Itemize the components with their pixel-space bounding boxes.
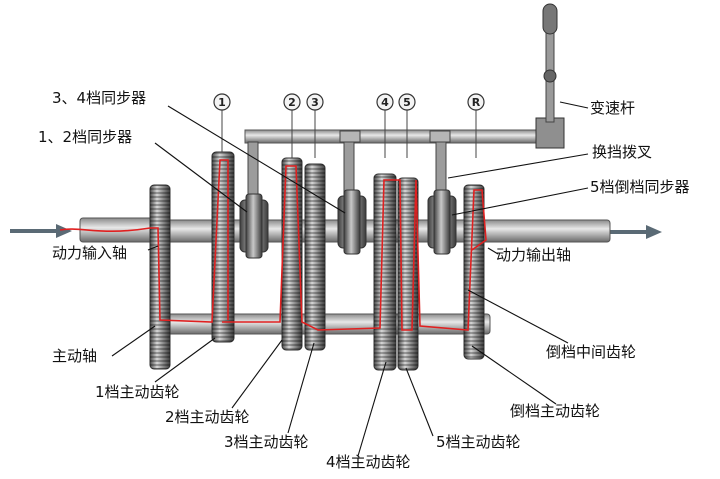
label-gear-3: 3档主动齿轮 [224, 433, 309, 451]
sync-3-4 [337, 189, 367, 255]
label-output-shaft: 动力输出轴 [496, 246, 572, 264]
gear-marker-4: 4 [376, 93, 394, 158]
svg-text:3: 3 [311, 96, 319, 109]
label-sync-3-4: 3、4档同步器 [52, 89, 147, 107]
svg-text:1: 1 [218, 96, 226, 109]
label-shift-lever: 变速杆 [590, 99, 636, 117]
gear-marker-1: 1 [213, 93, 231, 152]
sync-5-reverse [427, 189, 457, 255]
label-sync-5-reverse: 5档倒档同步器 [590, 178, 690, 196]
svg-text:5: 5 [403, 96, 411, 109]
label-main-shaft: 主动轴 [52, 347, 98, 365]
label-gear-5: 5档主动齿轮 [436, 433, 521, 451]
synchronizer-group [239, 189, 457, 259]
power-flow-line [59, 159, 487, 331]
gear-3-driven [304, 163, 326, 351]
gear-4-driven [373, 173, 397, 371]
output-arrow [608, 225, 662, 239]
input-arrow [10, 224, 72, 238]
gear-marker-group: 1 2 3 4 5 R [213, 93, 485, 158]
gear-marker-3: 3 [306, 93, 324, 158]
input-gear [149, 184, 171, 370]
label-sync-1-2: 1、2档同步器 [38, 128, 133, 146]
label-shift-fork: 换挡拨叉 [592, 143, 653, 161]
leader-lines [111, 101, 589, 457]
svg-text:R: R [472, 96, 481, 109]
gear-group [149, 151, 485, 371]
label-input-shaft: 动力输入轴 [52, 244, 128, 262]
label-reverse-idler: 倒档中间齿轮 [546, 343, 637, 361]
sync-1-2 [239, 193, 269, 259]
gear-marker-5: 5 [398, 93, 416, 158]
label-reverse-drive: 倒档主动齿轮 [510, 402, 601, 420]
label-gear-1: 1档主动齿轮 [95, 383, 180, 401]
svg-text:2: 2 [288, 96, 296, 109]
svg-text:4: 4 [381, 96, 389, 109]
shift-mechanism [244, 3, 565, 205]
label-gear-2: 2档主动齿轮 [165, 408, 250, 426]
label-gear-4: 4档主动齿轮 [326, 453, 411, 471]
gear-marker-R: R [467, 93, 485, 158]
gear-marker-2: 2 [283, 93, 301, 158]
